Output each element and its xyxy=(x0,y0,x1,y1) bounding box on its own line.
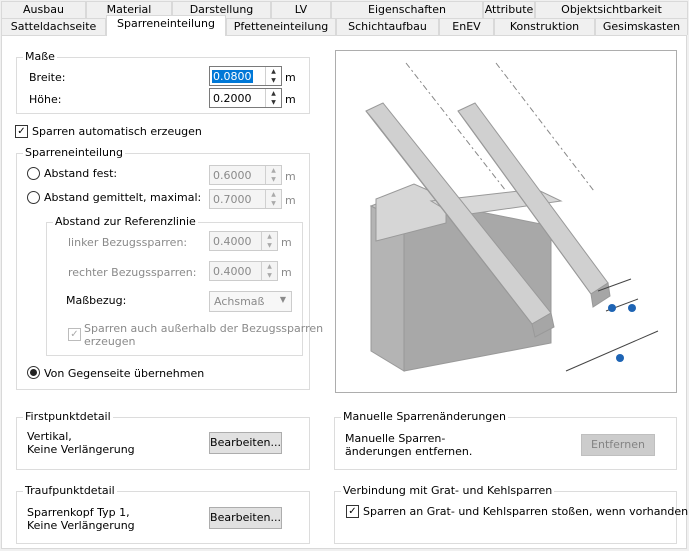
ausserhalb-label-2: erzeugen xyxy=(84,335,136,348)
rechter-spinner[interactable]: ▲▼ xyxy=(261,262,277,280)
preview-image xyxy=(335,50,677,393)
abstand-fest-value: 0.6000 xyxy=(213,169,252,182)
firstpunkt-title: Firstpunktdetail xyxy=(23,410,113,423)
firstpunkt-bearbeiten-button[interactable]: Bearbeiten... xyxy=(209,432,282,454)
sparreneinteilung-group: Sparreneinteilung xyxy=(16,146,310,390)
verbindung-group: Verbindung mit Grat- und Kehlsparren xyxy=(334,484,677,544)
masse-title: Maße xyxy=(23,50,57,63)
spin-up-icon[interactable]: ▲ xyxy=(271,167,276,174)
linker-unit: m xyxy=(281,236,292,249)
rechter-label: rechter Bezugssparren: xyxy=(68,266,197,279)
abstand-gemittelt-value: 0.7000 xyxy=(213,193,252,206)
tab-pfetteneinteilung[interactable]: Pfetteneinteilung xyxy=(226,18,336,35)
spin-down-icon[interactable]: ▼ xyxy=(267,272,272,279)
tab-satteldachseite[interactable]: Satteldachseite xyxy=(1,18,106,35)
hoehe-value: 0.2000 xyxy=(213,92,252,105)
tab-eigenschaften[interactable]: Eigenschaften xyxy=(331,1,483,18)
tab-sparreneinteilung[interactable]: Sparreneinteilung xyxy=(106,15,226,36)
gegenseite-label: Von Gegenseite übernehmen xyxy=(44,367,205,380)
referenz-title: Abstand zur Referenzlinie xyxy=(53,215,198,228)
traufpunkt-bearbeiten-button[interactable]: Bearbeiten... xyxy=(209,507,282,529)
chevron-down-icon[interactable]: ▼ xyxy=(279,295,286,304)
tab-schichtaufbau[interactable]: Schichtaufbau xyxy=(336,18,439,35)
spin-down-icon[interactable]: ▼ xyxy=(271,176,276,183)
abstand-gemittelt-unit: m xyxy=(285,194,296,207)
linker-input[interactable]: 0.4000 ▲▼ xyxy=(209,231,278,251)
auto-sparren-label: Sparren automatisch erzeugen xyxy=(32,125,202,138)
linker-value: 0.4000 xyxy=(213,235,252,248)
traufpunkt-line2: Keine Verlängerung xyxy=(27,519,135,532)
massbezug-select[interactable]: Achsmaß ▼ xyxy=(209,291,292,312)
spin-down-icon[interactable]: ▼ xyxy=(267,242,272,249)
gegenseite-radio[interactable] xyxy=(27,366,40,379)
abstand-fest-input[interactable]: 0.6000 ▲▼ xyxy=(209,165,282,185)
massbezug-value: Achsmaß xyxy=(214,295,265,308)
tab-konstruktion[interactable]: Konstruktion xyxy=(494,18,595,35)
auto-sparren-checkbox[interactable]: ✓ xyxy=(15,125,28,138)
linker-label: linker Bezugssparren: xyxy=(68,236,188,249)
radio-selected-dot xyxy=(30,369,37,376)
masse-group: Maße xyxy=(16,50,310,114)
verbindung-label: Sparren an Grat- und Kehlsparren stoßen,… xyxy=(363,505,689,518)
massbezug-label: Maßbezug: xyxy=(66,294,127,307)
breite-unit: m xyxy=(285,71,296,84)
firstpunkt-group: Firstpunktdetail xyxy=(16,410,310,470)
tab-lv[interactable]: LV xyxy=(271,1,331,18)
spin-down-icon[interactable]: ▼ xyxy=(271,77,276,84)
breite-input[interactable]: 0.0800 ▲▼ xyxy=(209,66,282,86)
ausserhalb-checkbox[interactable]: ✓ xyxy=(68,328,81,341)
abstand-fest-label: Abstand fest: xyxy=(44,167,118,180)
rechter-value: 0.4000 xyxy=(213,265,252,278)
traufpunkt-line1: Sparrenkopf Typ 1, xyxy=(27,506,130,519)
tab-gesimskasten[interactable]: Gesimskasten xyxy=(595,18,688,35)
tab-ausbau[interactable]: Ausbau xyxy=(1,1,86,18)
hoehe-input[interactable]: 0.2000 ▲▼ xyxy=(209,88,282,108)
tab-material[interactable]: Material xyxy=(86,1,172,18)
hoehe-unit: m xyxy=(285,93,296,106)
traufpunkt-title: Traufpunktdetail xyxy=(23,484,117,497)
rechter-unit: m xyxy=(281,266,292,279)
tab-attribute[interactable]: Attribute xyxy=(483,1,535,18)
spin-up-icon[interactable]: ▲ xyxy=(271,90,276,97)
spin-up-icon[interactable]: ▲ xyxy=(271,191,276,198)
abstand-fest-unit: m xyxy=(285,170,296,183)
abstand-gemittelt-spinner[interactable]: ▲▼ xyxy=(265,190,281,208)
breite-spinner[interactable]: ▲▼ xyxy=(265,67,281,85)
verbindung-title: Verbindung mit Grat- und Kehlsparren xyxy=(341,484,555,497)
breite-label: Breite: xyxy=(29,71,66,84)
manuelle-line1: Manuelle Sparren- xyxy=(345,432,446,445)
spin-down-icon[interactable]: ▼ xyxy=(271,99,276,106)
breite-value: 0.0800 xyxy=(212,70,253,83)
sparreneinteilung-title: Sparreneinteilung xyxy=(23,146,125,159)
manuelle-line2: änderungen entfernen. xyxy=(345,445,473,458)
rechter-input[interactable]: 0.4000 ▲▼ xyxy=(209,261,278,281)
spin-up-icon[interactable]: ▲ xyxy=(271,68,276,75)
spin-down-icon[interactable]: ▼ xyxy=(271,200,276,207)
abstand-gemittelt-radio[interactable] xyxy=(27,191,40,204)
traufpunkt-group: Traufpunktdetail xyxy=(16,484,310,544)
ausserhalb-label-1: Sparren auch außerhalb der Bezugssparren xyxy=(84,322,324,335)
tab-darstellung[interactable]: Darstellung xyxy=(172,1,271,18)
tab-panel: Maße Breite: 0.0800 ▲▼ m Höhe: 0.2000 ▲▼… xyxy=(1,35,689,549)
entfernen-button[interactable]: Entfernen xyxy=(581,434,655,456)
linker-spinner[interactable]: ▲▼ xyxy=(261,232,277,250)
abstand-gemittelt-input[interactable]: 0.7000 ▲▼ xyxy=(209,189,282,209)
firstpunkt-line2: Keine Verlängerung xyxy=(27,443,135,456)
spin-up-icon[interactable]: ▲ xyxy=(267,263,272,270)
spin-up-icon[interactable]: ▲ xyxy=(267,233,272,240)
abstand-fest-spinner[interactable]: ▲▼ xyxy=(265,166,281,184)
abstand-fest-radio[interactable] xyxy=(27,167,40,180)
tab-objektsichtbarkeit[interactable]: Objektsichtbarkeit xyxy=(535,1,688,18)
abstand-gemittelt-label: Abstand gemittelt, maximal: xyxy=(44,191,202,204)
verbindung-checkbox[interactable]: ✓ xyxy=(346,505,359,518)
manuelle-group: Manuelle Sparrenänderungen xyxy=(334,410,677,470)
referenz-group: Abstand zur Referenzlinie xyxy=(46,215,303,356)
hoehe-spinner[interactable]: ▲▼ xyxy=(265,89,281,107)
hoehe-label: Höhe: xyxy=(29,93,62,106)
rafter-diagram xyxy=(365,62,659,372)
firstpunkt-line1: Vertikal, xyxy=(27,430,72,443)
manuelle-title: Manuelle Sparrenänderungen xyxy=(341,410,509,423)
tab-enev[interactable]: EnEV xyxy=(439,18,494,35)
